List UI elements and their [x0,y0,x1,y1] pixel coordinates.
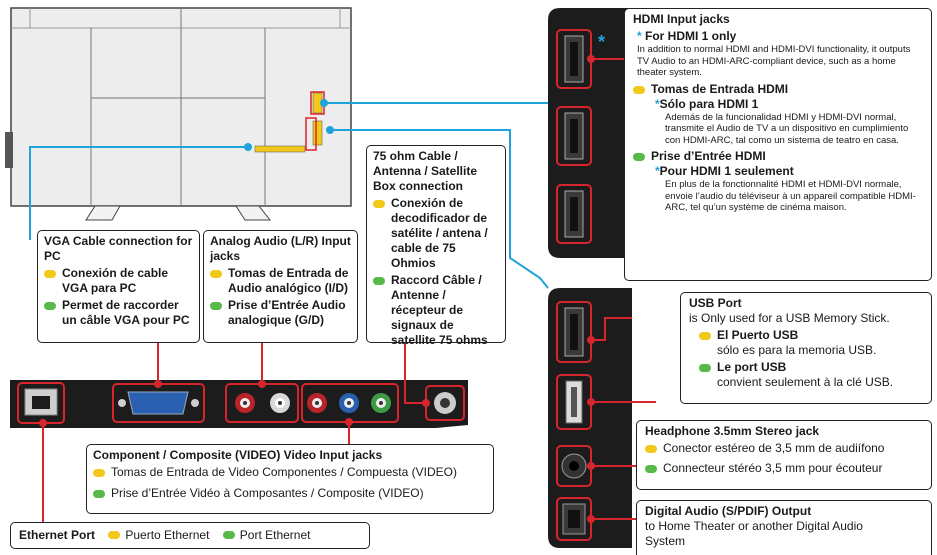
tv-back-icon [5,7,352,221]
hdmi-en-body: In addition to normal HDMI and HDMI-DVI … [637,44,911,78]
headphone-es: Conector estéreo de 3,5 mm de audiífono [663,441,885,455]
cable-fr: Raccord Câble / Antenne / récepteur de s… [391,273,488,347]
component-title: Component / Composite (VIDEO) Video Inpu… [93,448,383,462]
hdmi-fr-body: En plus de la fonctionnalité HDMI et HDM… [665,179,916,213]
usb-title: USB Port [689,296,742,310]
digital-title: Digital Audio (S/PDIF) Output [645,504,812,518]
digital-audio-callout: Digital Audio (S/PDIF) Output to Home Th… [636,500,932,555]
side-panel-bottom [548,288,632,548]
cable-title: 75 ohm Cable / Antenna / Satellite Box c… [373,149,478,193]
vga-title: VGA Cable connection for PC [44,234,193,263]
analog-audio-callout: Analog Audio (L/R) Input jacks Tomas de … [203,230,358,343]
usb-fr: convient seulement à la clé USB. [717,375,894,389]
usb-es: sólo es para la memoria USB. [717,343,877,357]
ethernet-en: Ethernet Port [19,528,96,542]
ethernet-callout: Ethernet Port Puerto Ethernet Port Ether… [10,522,370,549]
bottom-jack-panel [10,380,468,428]
component-fr: Prise d’Entrée Vidéo à Composantes / Com… [111,486,424,500]
usb-es-head: El Puerto USB [717,328,799,342]
hdmi-title: HDMI Input jacks [633,12,730,26]
hdmi-es-sub: Sólo para HDMI 1 [659,96,759,111]
component-es: Tomas de Entrada de Video Componentes / … [111,465,457,479]
hdmi-fr-head: Prise d’Entrée HDMI [651,149,766,163]
blue-leaders [29,99,549,289]
hdmi-es-body: Además de la funcionalidad HDMI y HDMI-D… [665,111,909,146]
hdmi-callout: HDMI Input jacks * For HDMI 1 only In ad… [624,8,932,281]
vga-es: Conexión de cable VGA para PC [62,266,169,295]
usb-callout: USB Port is Only used for a USB Memory S… [680,292,932,404]
side-panel-hdmi: * [548,8,632,258]
ethernet-fr: Port Ethernet [239,528,311,542]
red-leaders [39,55,656,523]
cable-es: Conexión de decodificador de satélite / … [391,196,488,270]
hdmi-es-head: Tomas de Entrada HDMI [651,81,789,96]
headphone-callout: Headphone 3.5mm Stereo jack Conector est… [636,420,932,490]
headphone-fr: Connecteur stéréo 3,5 mm pour écouteur [663,461,883,475]
cable-callout: 75 ohm Cable / Antenna / Satellite Box c… [366,145,506,347]
svg-text:*: * [598,32,605,52]
analog-fr: Prise d’Entrée Audio analogique (G/D) [228,298,346,327]
hdmi-en-head: For HDMI 1 only [645,29,737,43]
analog-title: Analog Audio (L/R) Input jacks [210,234,351,263]
vga-callout: VGA Cable connection for PC Conexión de … [37,230,200,343]
component-callout: Component / Composite (VIDEO) Video Inpu… [86,444,494,514]
ethernet-es: Puerto Ethernet [125,528,210,542]
digital-en: to Home Theater or another Digital Audio… [645,519,863,548]
analog-es: Tomas de Entrada de Audio analógico (I/D… [228,266,349,295]
headphone-title: Headphone 3.5mm Stereo jack [645,424,820,438]
vga-fr: Permet de raccorder un câble VGA pour PC [62,298,190,327]
usb-fr-head: Le port USB [717,360,787,374]
hdmi-fr-sub: Pour HDMI 1 seulement [659,164,794,178]
usb-en: is Only used for a USB Memory Stick. [689,311,890,325]
